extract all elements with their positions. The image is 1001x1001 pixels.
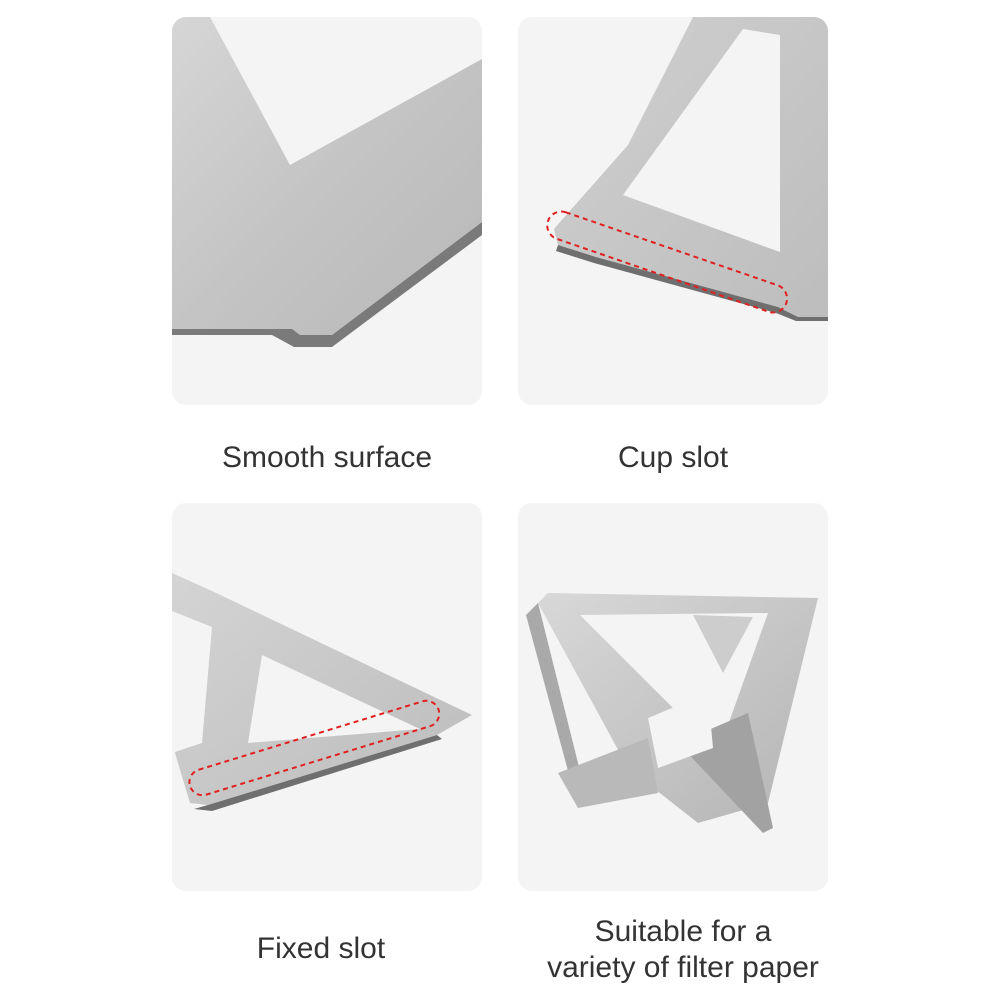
metal-plate-edge — [172, 222, 482, 347]
product-photo-assembled-stand — [518, 503, 828, 891]
cup-slot-illustration — [546, 17, 828, 321]
smooth-surface-illustration — [172, 17, 482, 347]
caption-filter-paper-line-1: Suitable for a — [594, 915, 772, 948]
caption-filter-paper: Suitable for a variety of filter paper — [513, 914, 853, 986]
triangle-cutout — [623, 29, 780, 252]
product-photo-fixed-slot — [172, 503, 482, 891]
caption-cup-slot: Cup slot — [617, 441, 729, 474]
metal-plate — [172, 17, 482, 335]
fixed-slot-illustration — [172, 573, 472, 811]
caption-smooth-surface: Smooth surface — [221, 441, 433, 474]
caption-fixed-slot: Fixed slot — [256, 932, 386, 965]
triangle-cutout — [248, 655, 420, 743]
assembled-stand-illustration — [526, 593, 818, 833]
back-cutout — [648, 693, 713, 768]
back-plate — [558, 738, 658, 808]
product-photo-smooth-surface — [172, 17, 482, 405]
plate-edge — [194, 735, 442, 811]
cup-slot-highlight — [546, 210, 789, 314]
inner-triangle — [693, 615, 753, 673]
fixed-slot-highlight — [188, 699, 441, 797]
caption-filter-paper-line-2: variety of filter paper — [547, 951, 819, 984]
left-leg — [526, 603, 588, 808]
side-cutout — [172, 611, 212, 753]
product-photo-cup-slot — [518, 17, 828, 405]
